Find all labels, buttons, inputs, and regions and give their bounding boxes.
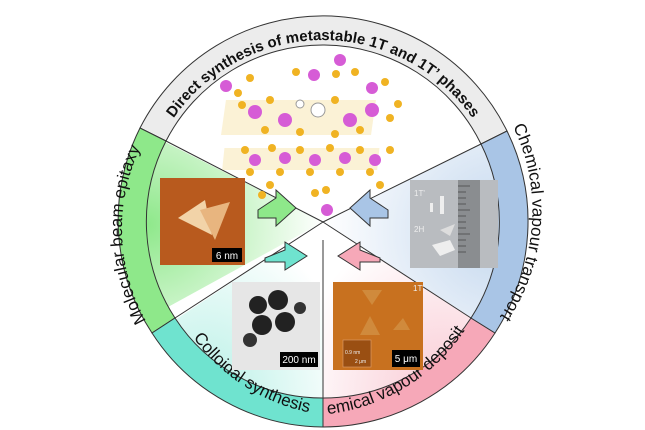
crystal-structure-illustration [220, 54, 402, 216]
cvt-phase-label-2h: 2H [414, 225, 424, 234]
cvt-crystal-photo: 1T' 2H [410, 180, 498, 268]
colloidal-scale-bar: 200 nm [282, 355, 315, 366]
cvd-inset-scale-bar: 2 μm [355, 359, 366, 365]
ring-colloidal-segment [151, 317, 324, 428]
outer-ring [117, 15, 529, 428]
cvt-phase-label-1t: 1T' [414, 189, 425, 198]
cvd-optical-image: 1T' 0.9 nm 2 μm 5 μm [333, 282, 424, 370]
mbe-stm-image: 6 nm [160, 178, 245, 265]
cvd-arrow [337, 241, 381, 271]
ring-cvd-segment [322, 317, 496, 428]
cvd-scale-bar: 5 μm [395, 354, 417, 365]
arrows [257, 188, 389, 271]
cvt-arrow [349, 188, 389, 228]
colloidal-arrow [264, 241, 308, 271]
mbe-arrow [257, 188, 297, 228]
free-atoms [220, 54, 402, 216]
mbe-scale-bar: 6 nm [216, 251, 238, 262]
ring-mbe-segment [117, 127, 176, 334]
top-layer [221, 96, 394, 138]
bottom-layer [222, 144, 394, 176]
colloidal-tem-image: 200 nm [232, 282, 320, 370]
cvd-phase-label: 1T' [413, 284, 424, 293]
cvd-inset-label-height: 0.9 nm [345, 350, 360, 356]
